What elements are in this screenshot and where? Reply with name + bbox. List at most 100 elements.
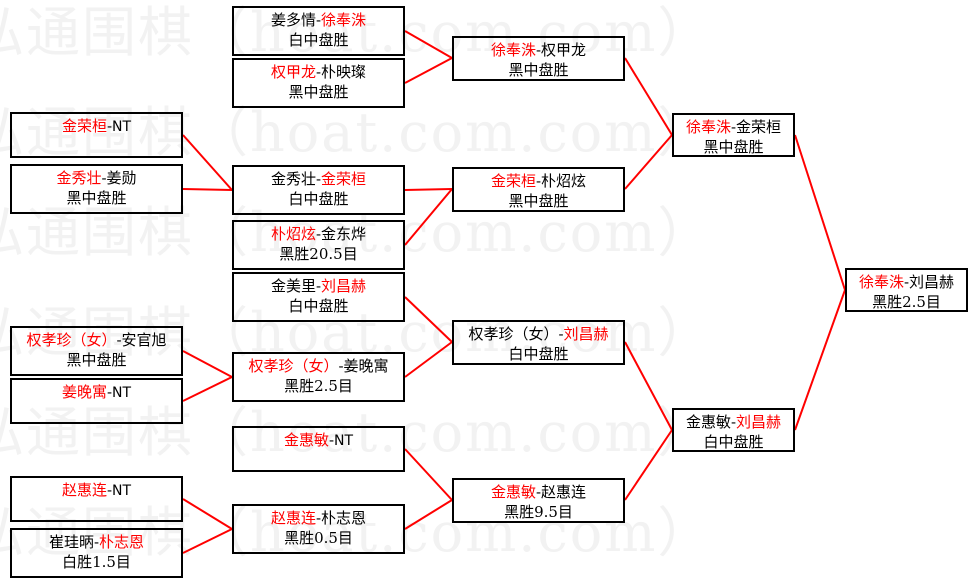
match-box-r2-m2[interactable]: 金荣桓-朴炤炫黑中盘胜 (452, 167, 625, 212)
player-right: 赵惠连 (541, 483, 587, 501)
r1-m8-to-r1-m10 (182, 350, 233, 378)
match-box-r3-m2[interactable]: 金惠敏-刘昌赫白中盘胜 (672, 408, 795, 452)
match-box-r1-m7[interactable]: 金美里-刘昌赫白中盘胜 (232, 272, 405, 322)
player-separator: - (558, 325, 564, 343)
player-left: 徐奉洙 (685, 118, 731, 136)
match-players: 金惠敏-赵惠连 (454, 482, 623, 502)
player-right: 权甲龙 (541, 41, 587, 59)
match-box-r1-m2[interactable]: 权甲龙-朴映璨黑中盘胜 (232, 58, 405, 108)
player-separator: - (730, 118, 737, 136)
match-players: 金惠敏-NT (234, 430, 403, 451)
player-separator: - (106, 117, 113, 135)
r3-m1-to-final (794, 134, 846, 291)
match-players: 崔珪昞-朴志恩 (12, 532, 181, 552)
player-separator: - (106, 383, 113, 401)
player-left: 金荣桓 (490, 172, 536, 190)
player-left: 金秀壮 (270, 170, 316, 188)
player-left: 徐奉洙 (858, 273, 904, 291)
match-result: 白胜1.5目 (62, 553, 131, 572)
match-box-r1-m3[interactable]: 金荣桓-NT (10, 112, 183, 158)
match-box-r2-m3[interactable]: 权孝珍（女）-刘昌赫白中盘胜 (452, 320, 625, 365)
match-players: 权孝珍（女）-安官旭 (12, 330, 181, 350)
r1-m3-to-r1-m5 (182, 134, 233, 191)
match-box-r2-m4[interactable]: 金惠敏-赵惠连黑胜9.5目 (452, 478, 625, 523)
r1-m6-to-r2-m2 (404, 188, 453, 246)
player-left: 徐奉洙 (490, 41, 536, 59)
player-separator: - (315, 225, 322, 243)
r1-m10-to-r2-m3 (404, 341, 453, 378)
player-separator: - (730, 413, 737, 431)
player-left: 权孝珍（女） (468, 325, 559, 343)
match-players: 赵惠连-朴志恩 (234, 508, 403, 528)
match-players: 徐奉洙-刘昌赫 (847, 272, 966, 292)
player-separator: - (315, 11, 322, 29)
r1-m2-to-r2-m1 (404, 57, 453, 84)
match-box-r1-m12[interactable]: 赵惠连-NT (10, 476, 183, 522)
player-right: 朴映璨 (321, 63, 367, 81)
player-right: 刘昌赫 (563, 325, 609, 343)
player-right: 刘昌赫 (736, 413, 782, 431)
r2-m4-to-r3-m2 (624, 429, 673, 501)
match-players: 金惠敏-刘昌赫 (674, 412, 793, 432)
match-players: 赵惠连-NT (12, 480, 181, 501)
player-separator: - (535, 172, 542, 190)
player-left: 金惠敏 (685, 413, 731, 431)
match-players: 姜多情-徐奉洙 (234, 10, 403, 30)
match-players: 权孝珍（女）-姜晚寓 (234, 356, 403, 376)
player-separator: - (315, 63, 322, 81)
player-left: 金秀壮 (56, 169, 102, 187)
match-box-r1-m11[interactable]: 金惠敏-NT (232, 426, 405, 472)
r1-m4-to-r1-m5 (182, 188, 233, 191)
player-right: 朴志恩 (99, 533, 145, 551)
match-box-r1-m9[interactable]: 姜晚寓-NT (10, 378, 183, 424)
r1-m12-to-r1-m14 (182, 498, 233, 530)
match-box-r1-m10[interactable]: 权孝珍（女）-姜晚寓黑胜2.5目 (232, 352, 405, 402)
player-right: NT (112, 385, 132, 401)
r1-m7-to-r2-m3 (404, 296, 453, 343)
match-players: 徐奉洙-权甲龙 (454, 40, 623, 60)
match-result: 黑胜0.5目 (284, 529, 353, 548)
r1-m9-to-r1-m10 (182, 376, 233, 402)
match-box-r1-m14[interactable]: 赵惠连-朴志恩黑胜0.5目 (232, 504, 405, 554)
match-result: 黑中盘胜 (66, 351, 127, 370)
player-right: 朴志恩 (321, 509, 367, 527)
player-separator: - (106, 481, 113, 499)
match-box-r1-m1[interactable]: 姜多情-徐奉洙白中盘胜 (232, 6, 405, 56)
player-left: 姜晚寓 (61, 383, 107, 401)
match-players: 权甲龙-朴映璨 (234, 62, 403, 82)
match-players: 金秀壮-金荣桓 (234, 169, 403, 189)
player-left: 金惠敏 (283, 431, 329, 449)
player-separator: - (338, 357, 344, 375)
match-players: 权孝珍（女）-刘昌赫 (454, 324, 623, 344)
match-box-final[interactable]: 徐奉洙-刘昌赫黑胜2.5目 (845, 268, 968, 312)
match-box-r2-m1[interactable]: 徐奉洙-权甲龙黑中盘胜 (452, 36, 625, 81)
match-result: 黑中盘胜 (288, 83, 349, 102)
player-left: 金惠敏 (490, 483, 536, 501)
player-separator: - (903, 273, 910, 291)
player-left: 姜多情 (270, 11, 316, 29)
match-result: 白中盘胜 (703, 433, 764, 452)
match-box-r1-m8[interactable]: 权孝珍（女）-安官旭黑中盘胜 (10, 326, 183, 376)
player-separator: - (93, 533, 100, 551)
match-result: 白中盘胜 (508, 345, 569, 364)
match-players: 金荣桓-朴炤炫 (454, 171, 623, 191)
match-box-r1-m13[interactable]: 崔珪昞-朴志恩白胜1.5目 (10, 528, 183, 578)
match-box-r3-m1[interactable]: 徐奉洙-金荣桓黑中盘胜 (672, 113, 795, 157)
player-right: 朴炤炫 (541, 172, 587, 190)
match-box-r1-m5[interactable]: 金秀壮-金荣桓白中盘胜 (232, 165, 405, 215)
match-result: 黑胜9.5目 (504, 503, 573, 522)
match-box-r1-m6[interactable]: 朴炤炫-金东烨黑胜20.5目 (232, 220, 405, 270)
player-left: 朴炤炫 (270, 225, 316, 243)
r1-m13-to-r1-m14 (182, 528, 233, 554)
player-right: 金荣桓 (321, 170, 367, 188)
r1-m14-to-r2-m4 (404, 499, 453, 530)
match-result: 白中盘胜 (288, 31, 349, 50)
match-players: 朴炤炫-金东烨 (234, 224, 403, 244)
match-result: 黑中盘胜 (703, 138, 764, 157)
player-left: 崔珪昞 (48, 533, 94, 551)
match-result: 黑胜20.5目 (279, 245, 358, 264)
match-box-r1-m4[interactable]: 金秀壮-姜勋黑中盘胜 (10, 164, 183, 214)
watermark-text: 弘通围棋（hoat.com.com） (0, 201, 714, 264)
player-separator: - (101, 169, 107, 187)
player-right: 金东烨 (321, 225, 367, 243)
